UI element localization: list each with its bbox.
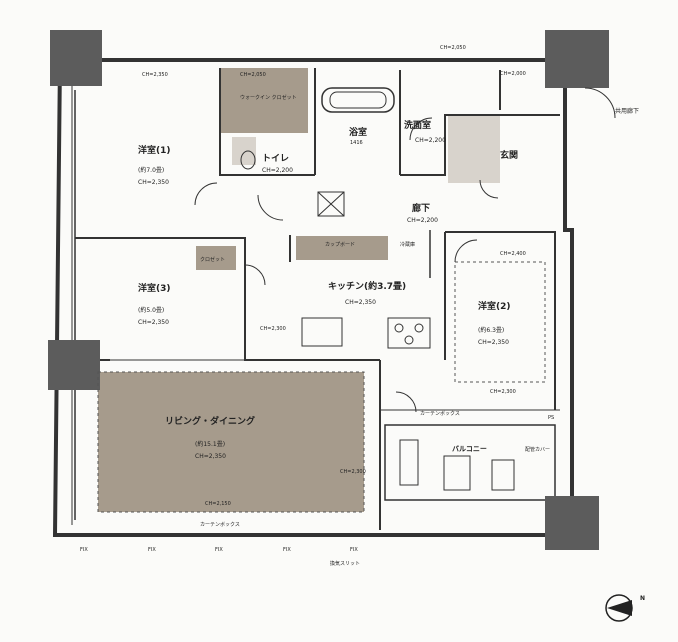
living-floor <box>98 372 364 512</box>
compass-label: N <box>640 595 646 602</box>
bathtub-icon <box>321 87 395 113</box>
doors <box>194 87 616 413</box>
western2-size: (約6.3畳) <box>478 327 505 334</box>
curtain-box-label-2: カーテンボックス <box>420 411 460 417</box>
western2-ch: CH=2,350 <box>478 339 509 346</box>
ch-2400: CH=2,400 <box>500 251 526 257</box>
hall-name: 廊下 <box>412 204 431 214</box>
outdoor-unit-2 <box>443 455 471 491</box>
fridge-label: 冷蔵庫 <box>400 242 416 248</box>
ch-2150: CH=2,150 <box>205 501 231 507</box>
walls <box>52 58 574 537</box>
kitchen-name: キッチン(約3.7畳) <box>328 282 407 292</box>
toilet-ch: CH=2,200 <box>262 167 293 174</box>
closet3-floor <box>196 246 236 270</box>
pipe-cover-label: 配管カバー <box>525 447 551 453</box>
vent-slit-label: 換気スリット <box>330 561 361 567</box>
western1-name: 洋室(1) <box>138 146 171 156</box>
hall-ch: CH=2,200 <box>407 217 438 224</box>
ch-top: CH=2,050 <box>440 45 466 51</box>
western3-ch: CH=2,350 <box>138 319 169 326</box>
fix-4: FIX <box>283 547 291 553</box>
kitchen-ch: CH=2,350 <box>345 299 376 306</box>
entrance-floor <box>448 115 500 183</box>
ch-top-left: CH=2,350 <box>142 72 168 78</box>
ch-2300: CH=2,300 <box>260 326 286 332</box>
fix-1: FIX <box>80 547 88 553</box>
walkin-floor <box>220 68 308 133</box>
toilet-icon <box>240 150 256 170</box>
stove-icon <box>387 317 431 349</box>
ps-label: PS <box>548 415 555 421</box>
fix-2: FIX <box>148 547 156 553</box>
bath-name: 浴室 <box>349 128 368 138</box>
walkin-ch: CH=2,050 <box>240 72 266 78</box>
toilet-name: トイレ <box>262 154 290 164</box>
bath-size: 1416 <box>350 140 363 146</box>
entrance-name: 玄関 <box>500 151 519 161</box>
fix-3: FIX <box>215 547 223 553</box>
cupboard-floor <box>296 236 388 260</box>
walkin-name: ウォークイン クロゼット <box>240 95 297 101</box>
washroom-name: 洗面室 <box>404 121 432 131</box>
ch-2000: CH=2,000 <box>500 71 526 77</box>
living-size: (約15.1畳) <box>195 441 226 448</box>
pillar-tl <box>50 30 102 86</box>
bathtub-inner <box>329 91 387 109</box>
pillar-tr <box>545 30 609 88</box>
curtain-box-label: カーテンボックス <box>200 522 240 528</box>
western2-name: 洋室(2) <box>478 302 511 312</box>
dashed-lines <box>97 261 546 513</box>
toilet-shelf <box>232 137 256 165</box>
sink-icon <box>301 317 343 347</box>
balcony-name: バルコニー <box>452 445 487 453</box>
pillar-br <box>545 496 599 550</box>
living-name: リビング・ダイニング <box>165 417 256 427</box>
ch-2300-c: CH=2,300 <box>490 389 516 395</box>
compass-icon <box>605 594 633 622</box>
western3-name: 洋室(3) <box>138 284 171 294</box>
ch-2300-b: CH=2,300 <box>340 469 366 475</box>
western3-size: (約5.0畳) <box>138 307 165 314</box>
living-ch: CH=2,350 <box>195 453 226 460</box>
hall-fixture-icon <box>317 191 345 217</box>
fix-5: FIX <box>350 547 358 553</box>
outdoor-unit-1 <box>399 439 419 486</box>
pillar-ml <box>48 340 100 390</box>
common-corridor-label: 共用廊下 <box>615 108 640 115</box>
outdoor-unit-3 <box>491 459 515 491</box>
cupboard-label: カップボード <box>325 242 356 248</box>
western1-ch: CH=2,350 <box>138 179 169 186</box>
western1-size: (約7.0畳) <box>138 167 165 174</box>
closet-label: クロゼット <box>200 257 226 263</box>
washroom-ch: CH=2,200 <box>415 137 446 144</box>
